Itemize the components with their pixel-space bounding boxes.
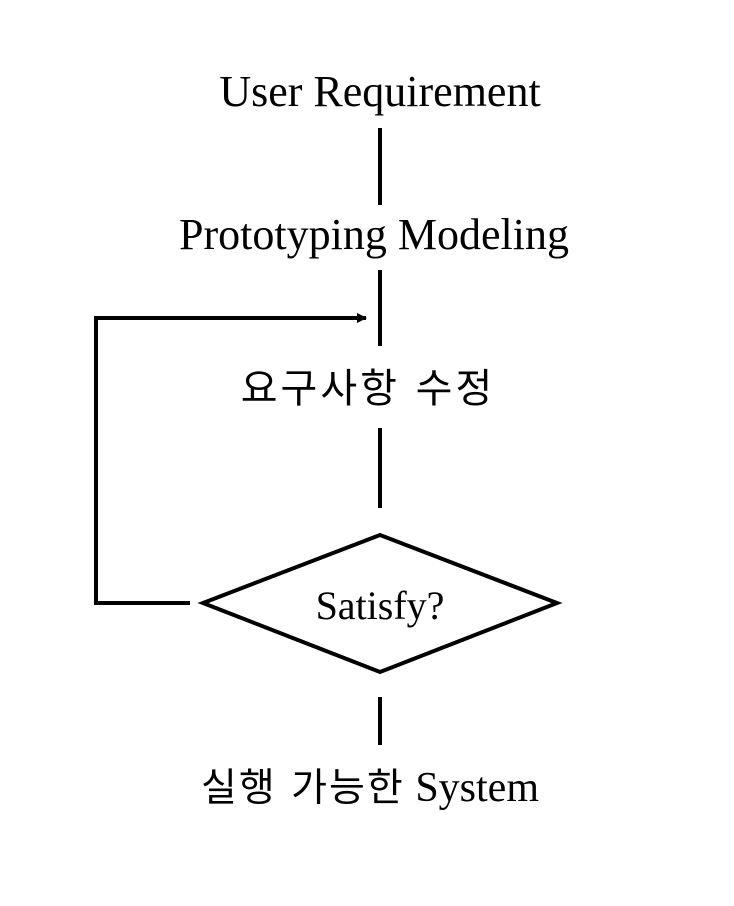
node-requirement-revision: 요구사항 수정 xyxy=(240,366,496,412)
result-korean-label: 실행 가능한 xyxy=(201,766,405,811)
feedback-loop-arrow xyxy=(94,313,367,605)
decision-diamond xyxy=(197,532,563,675)
node-prototyping-modeling: Prototyping Modeling xyxy=(179,210,569,259)
result-system-label: System xyxy=(415,765,539,811)
decision-label: Satisfy? xyxy=(315,583,445,628)
node-executable-system: 실행 가능한 System xyxy=(0,767,734,809)
node-user-requirement: User Requirement xyxy=(219,67,541,116)
